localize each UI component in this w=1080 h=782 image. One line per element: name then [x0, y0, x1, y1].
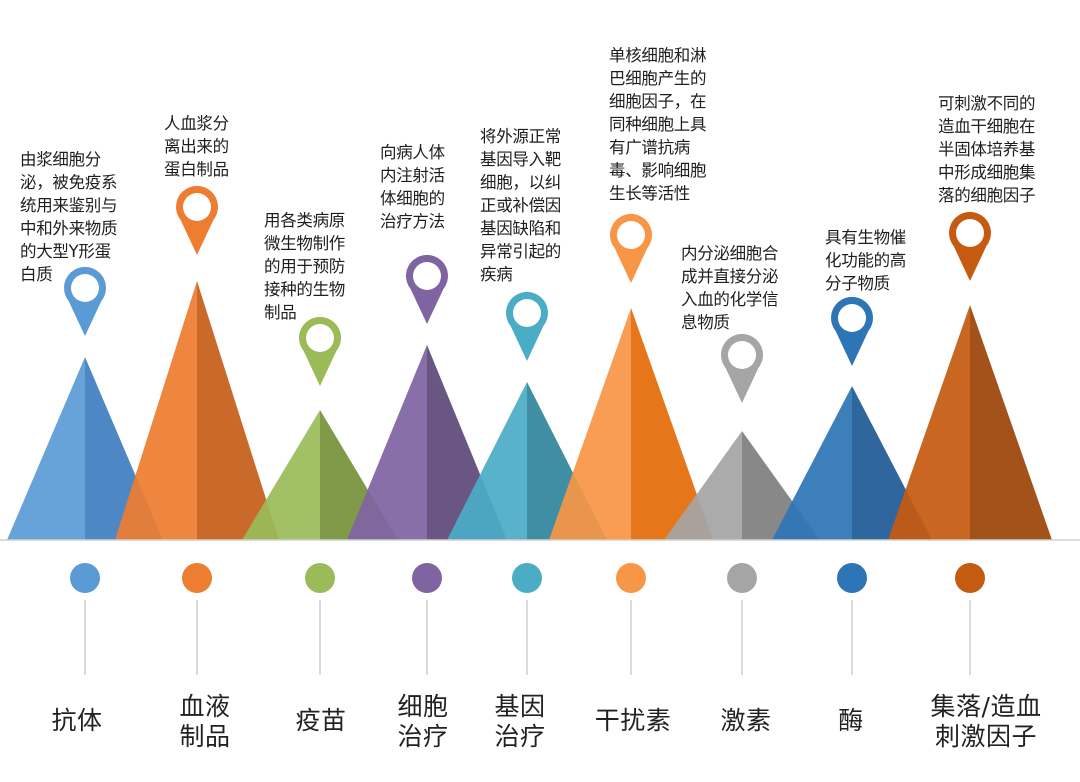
label-hormone: 激素 — [720, 706, 772, 735]
peak-left-item-7 — [664, 431, 742, 540]
pin-hole — [956, 219, 984, 247]
desc-interferon: 单核细胞和淋 巴细胞产生的 细胞因子，在 同种细胞上具 有广谱抗病 毒、影响细胞… — [609, 46, 707, 203]
marker-dot-item-6 — [616, 563, 646, 593]
pin-hole — [838, 304, 866, 332]
peak-right-item-2 — [197, 281, 279, 540]
marker-dot-item-7 — [727, 563, 757, 593]
pin-hole — [183, 193, 211, 221]
label-gene-therapy: 基因 治疗 — [494, 692, 546, 751]
label-cell-therapy: 细胞 治疗 — [397, 692, 449, 751]
marker-dot-item-2 — [182, 563, 212, 593]
desc-gene-therapy: 将外源正常 基因导入靶 细胞，以纠 正或补偿因 基因缺陷和 异常引起的 疾病 — [480, 127, 562, 284]
marker-dot-item-5 — [512, 563, 542, 593]
peak-left-item-6 — [549, 308, 631, 540]
desc-blood-products: 人血浆分 离出来的 蛋白制品 — [164, 114, 229, 179]
pin-hole — [513, 299, 541, 327]
marker-dot-item-3 — [305, 563, 335, 593]
pin-hole — [617, 221, 645, 249]
marker-dot-item-8 — [837, 563, 867, 593]
pin-hole — [728, 341, 756, 369]
label-vaccine: 疫苗 — [295, 706, 347, 735]
label-interferon: 干扰素 — [594, 706, 672, 735]
desc-cell-therapy: 向病人体 内注射活 体细胞的 治疗方法 — [380, 143, 445, 231]
desc-vaccine: 用各类病原 微生物制作 的用于预防 接种的生物 制品 — [264, 211, 346, 322]
marker-dot-item-1 — [70, 563, 100, 593]
label-csf: 集落/造血 刺激因子 — [930, 692, 1042, 751]
marker-dot-item-9 — [955, 563, 985, 593]
label-enzyme: 酶 — [838, 706, 864, 735]
peak-left-item-3 — [242, 410, 320, 540]
peak-right-item-9 — [970, 305, 1052, 540]
peak-left-item-2 — [115, 281, 197, 540]
peak-left-item-1 — [7, 357, 85, 540]
desc-csf: 可刺激不同的 造血干细胞在 半固体培养基 中形成细胞集 落的细胞因子 — [938, 94, 1036, 205]
peak-left-item-8 — [772, 386, 852, 540]
peak-left-item-5 — [447, 382, 527, 540]
pin-hole — [413, 262, 441, 290]
label-blood-products: 血液 制品 — [179, 692, 231, 751]
label-antibody: 抗体 — [51, 706, 103, 735]
desc-hormone: 内分泌细胞合 成并直接分泌 入血的化学信 息物质 — [681, 244, 779, 332]
desc-antibody: 由浆细胞分 泌，被免疫系 统用来鉴别与 中和外来物质 的大型Y形蛋 白质 — [20, 150, 118, 284]
desc-enzyme: 具有生物催 化功能的高 分子物质 — [825, 228, 907, 293]
marker-dot-item-4 — [412, 563, 442, 593]
peak-right-item-6 — [631, 308, 713, 540]
peak-left-item-4 — [347, 345, 427, 540]
pin-hole — [306, 324, 334, 352]
pin-hole — [71, 274, 99, 302]
peak-left-item-9 — [888, 305, 970, 540]
